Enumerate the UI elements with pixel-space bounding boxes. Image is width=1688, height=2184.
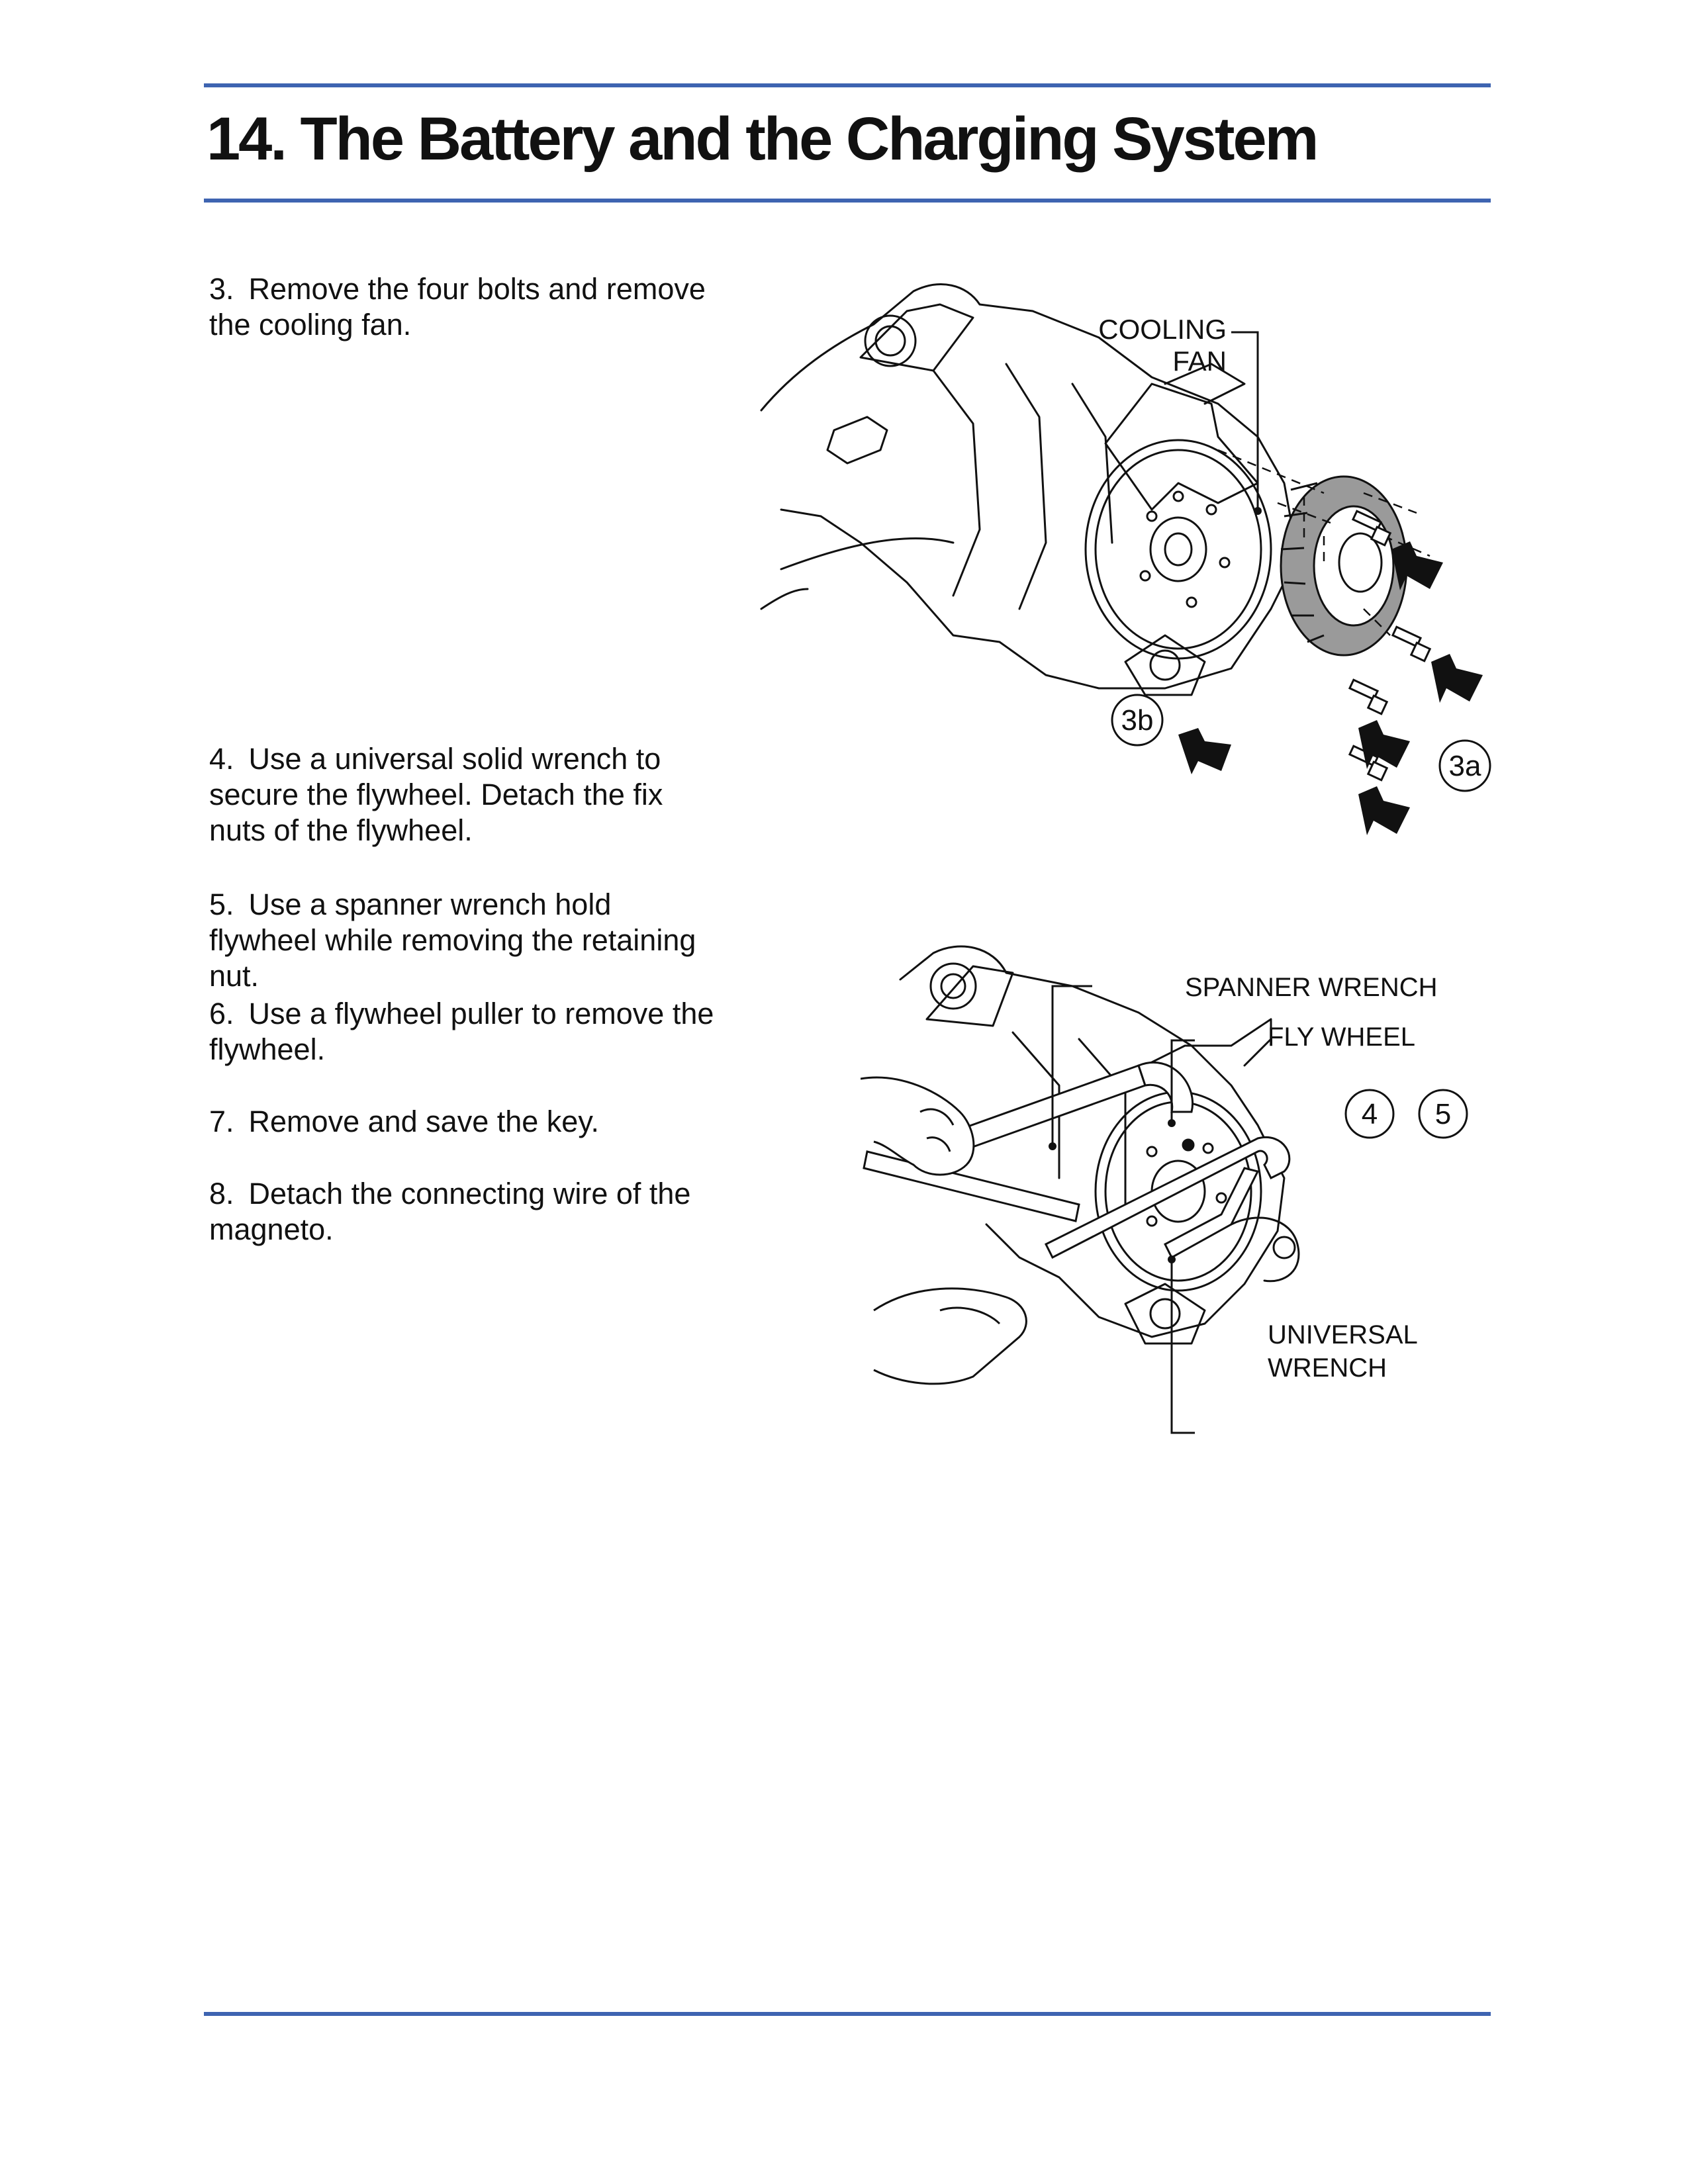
step-text: Use a spanner wrench hold flywheel while…	[209, 887, 696, 993]
callout-3b: 3b	[1121, 704, 1154, 737]
step-text: Remove and save the key.	[248, 1105, 599, 1138]
step-number: 7.	[209, 1105, 234, 1138]
step-number: 5.	[209, 887, 234, 921]
callout-5-circle	[1418, 1089, 1468, 1139]
callout-3a: 3a	[1449, 750, 1481, 782]
page-title: 14. The Battery and the Charging System	[207, 105, 1319, 173]
step-6: 6.Use a flywheel puller to remove the fl…	[209, 996, 726, 1068]
step-5: 5.Use a spanner wrench hold flywheel whi…	[209, 887, 726, 994]
universal-wrench-label-line2: WRENCH	[1268, 1353, 1387, 1383]
cooling-fan-part	[1280, 475, 1408, 657]
step-number: 4.	[209, 742, 234, 776]
leader-dot	[1049, 1142, 1056, 1150]
hand-icons	[861, 1076, 1027, 1385]
step-text: Use a universal solid wrench to secure t…	[209, 742, 663, 847]
header-bottom-rule	[204, 199, 1491, 203]
step-number: 8.	[209, 1177, 234, 1210]
cooling-fan-label-line2: FAN	[1172, 345, 1227, 377]
callout-5: 5	[1435, 1098, 1451, 1130]
flywheel-wrench-illustration: SPANNER WRENCH FLY WHEEL UNIVERSAL WRENC…	[861, 945, 1468, 1434]
engine-outline	[899, 945, 1300, 1345]
label-leaders	[1051, 985, 1195, 1434]
step-number: 6.	[209, 997, 234, 1030]
spanner-wrench-label: SPANNER WRENCH	[1185, 973, 1438, 1002]
leader-dot	[1168, 1119, 1176, 1127]
callout-3b-circle	[1111, 694, 1164, 747]
cooling-fan-illustration: COOLING FAN 3b 3a	[760, 283, 1491, 835]
step-4: 4.Use a universal solid wrench to secure…	[209, 741, 726, 848]
removal-arrows	[1178, 541, 1483, 835]
cooling-fan-leader	[1231, 331, 1259, 510]
leader-dot	[1168, 1255, 1176, 1263]
step-3: 3.Remove the four bolts and remove the c…	[209, 271, 726, 343]
callout-4-circle	[1344, 1089, 1395, 1139]
footer-rule	[204, 2012, 1491, 2016]
bolt-icons	[1348, 510, 1432, 782]
leader-dot	[1254, 507, 1262, 515]
step-text: Use a flywheel puller to remove the flyw…	[209, 997, 714, 1066]
step-number: 3.	[209, 272, 234, 306]
flywheel-label: FLY WHEEL	[1268, 1023, 1415, 1052]
header-top-rule	[204, 83, 1491, 87]
universal-wrench-label-line1: UNIVERSAL	[1268, 1320, 1418, 1349]
alignment-dashes	[1217, 449, 1430, 636]
step-text: Remove the four bolts and remove the coo…	[209, 272, 706, 341]
spanner-wrench	[952, 1061, 1195, 1153]
callout-3a-circle	[1438, 739, 1491, 792]
step-7: 7. Remove and save the key.	[209, 1104, 726, 1140]
step-8: 8.Detach the connecting wire of the magn…	[209, 1176, 726, 1248]
callout-4: 4	[1362, 1098, 1378, 1130]
cooling-fan-label-line1: COOLING	[1098, 314, 1227, 345]
step-text: Detach the connecting wire of the magnet…	[209, 1177, 691, 1246]
